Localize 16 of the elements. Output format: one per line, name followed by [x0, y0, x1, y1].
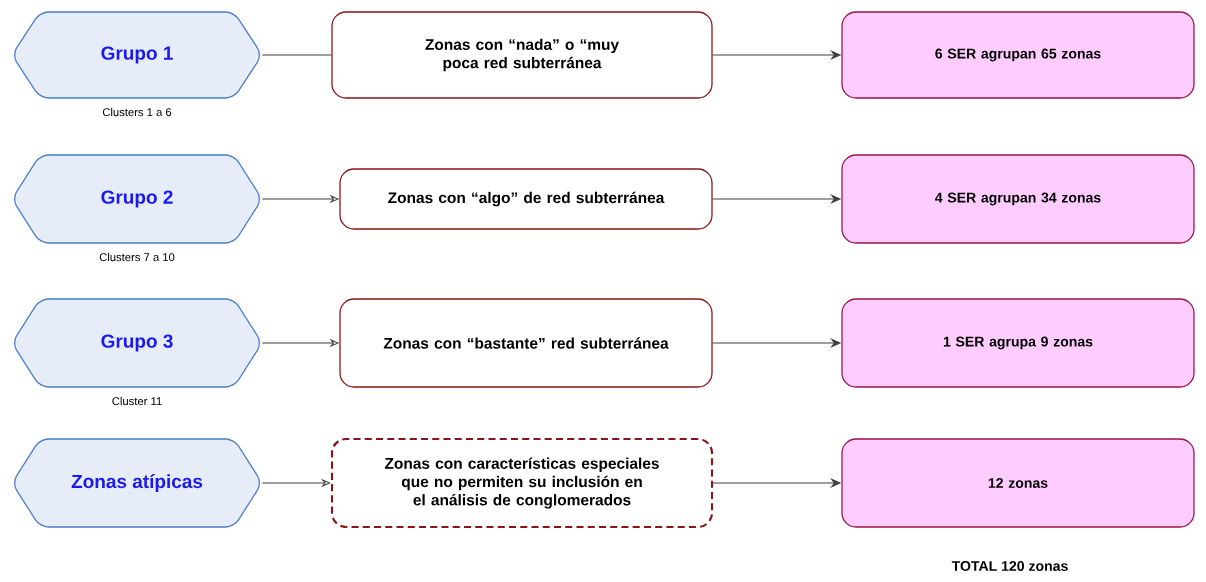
- group-hexagon: Grupo 1: [14, 11, 260, 99]
- total-label: TOTAL 120 zonas: [951, 561, 1068, 571]
- cluster-caption: Cluster 11: [112, 396, 162, 406]
- process-box: Zonas con “algo” de red subterránea: [339, 168, 713, 230]
- cluster-caption: Clusters 1 a 6: [102, 107, 172, 117]
- result-box: 6 SER agrupan 65 zonas: [841, 11, 1195, 99]
- process-box: Zonas con características especiales que no permiten su inclusión en el análisis de conglomerados: [330, 437, 714, 529]
- result-box: 12 zonas: [841, 438, 1195, 528]
- group-hexagon: Zonas atípicas: [14, 438, 260, 528]
- group-hexagon: Grupo 2: [14, 154, 260, 244]
- cluster-caption: Clusters 7 a 10: [99, 252, 175, 262]
- process-box: Zonas con “bastante” red subterránea: [339, 298, 713, 388]
- group-hexagon: Grupo 3: [14, 298, 260, 388]
- result-box: 1 SER agrupa 9 zonas: [841, 298, 1195, 388]
- process-box: Zonas con “nada” o “muy poca red subterránea: [331, 11, 713, 99]
- result-box: 4 SER agrupan 34 zonas: [841, 154, 1195, 244]
